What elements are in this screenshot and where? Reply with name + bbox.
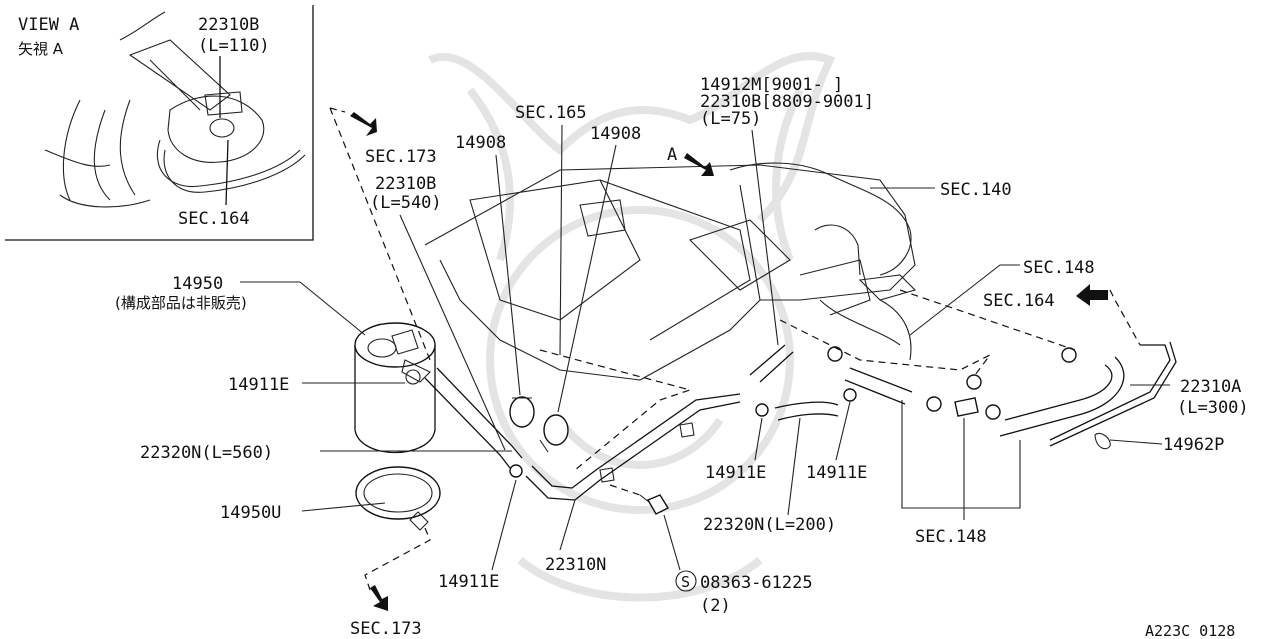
label-sec140: SEC.140 bbox=[940, 180, 1012, 200]
view-a-sec-label: SEC.164 bbox=[178, 209, 250, 229]
label-22310a: 22310A bbox=[1180, 377, 1241, 397]
label-14950-note: (構成部品は非販売) bbox=[115, 294, 247, 312]
ring-14950u bbox=[355, 466, 441, 531]
label-22310b-range: 22310B[8809-9001] bbox=[700, 92, 874, 112]
label-22320n-560: 22320N(L=560) bbox=[140, 443, 273, 463]
label-14962p: 14962P bbox=[1163, 435, 1224, 455]
brackets bbox=[599, 422, 695, 483]
label-14911e-right: 14911E bbox=[806, 463, 867, 483]
label-22310b-main: 22310B bbox=[375, 174, 436, 194]
label-14912m: 14912M[9001- ] bbox=[700, 75, 843, 95]
label-sec173-bottom: SEC.173 bbox=[350, 619, 422, 639]
label-14908-right: 14908 bbox=[590, 124, 641, 144]
view-a-part-label: 22310B bbox=[198, 15, 259, 35]
view-a-inset: VIEW A 矢視 A 22310B (L=110) SEC.164 bbox=[5, 5, 314, 241]
label-22320n-200: 22320N(L=200) bbox=[703, 515, 836, 535]
diagram-code: A223C 0128 bbox=[1145, 622, 1235, 639]
engine-outline bbox=[424, 162, 917, 381]
clamp-14908-right bbox=[539, 414, 569, 453]
label-14911e-left: 14911E bbox=[228, 375, 289, 395]
standard-part-icon bbox=[675, 570, 697, 592]
clamp-14908-left bbox=[509, 396, 535, 428]
label-sec173-top: SEC.173 bbox=[365, 147, 437, 167]
watermark-emblem bbox=[428, 51, 836, 602]
arrow-icons bbox=[350, 112, 1108, 611]
label-22310a-len: (L=300) bbox=[1177, 398, 1249, 418]
label-bolt-qty: (2) bbox=[700, 596, 731, 616]
sec173-top-arrow-icon bbox=[350, 112, 377, 136]
hose-22310a bbox=[999, 341, 1177, 447]
view-a-arrow-icon bbox=[684, 153, 714, 176]
label-bolt-code: 08363-61225 bbox=[700, 573, 813, 593]
label-14911e-mid: 14911E bbox=[705, 463, 766, 483]
view-a-drawing bbox=[44, 11, 306, 208]
dashed-references bbox=[329, 107, 1141, 591]
label-22310b-len540: (L=540) bbox=[370, 193, 442, 213]
label-22310b-len75: (L=75) bbox=[700, 109, 761, 129]
label-sec148-bottom: SEC.148 bbox=[915, 527, 987, 547]
label-arrow-a: A bbox=[667, 145, 677, 165]
view-a-title: VIEW A bbox=[18, 15, 79, 35]
view-a-part-length: (L=110) bbox=[198, 36, 270, 56]
view-a-title-jp: 矢視 A bbox=[18, 40, 64, 58]
clip-14962p bbox=[1094, 432, 1111, 450]
label-14908-left: 14908 bbox=[455, 133, 506, 153]
sec164-arrow-icon bbox=[1076, 284, 1108, 306]
sec173-bottom-arrow-icon bbox=[370, 585, 388, 611]
canister-14950 bbox=[354, 322, 436, 454]
leader-lines bbox=[240, 124, 1170, 571]
hose-22320n-200 bbox=[774, 401, 839, 421]
label-sec164-right: SEC.164 bbox=[983, 291, 1055, 311]
bolt-symbol: S bbox=[681, 573, 690, 591]
small-clamps bbox=[509, 346, 1077, 478]
hose-short-segments bbox=[749, 344, 913, 405]
label-14950u: 14950U bbox=[220, 503, 281, 523]
hose-22310n bbox=[525, 393, 741, 501]
label-22310n: 22310N bbox=[545, 555, 606, 575]
label-14950: 14950 bbox=[172, 274, 223, 294]
hose-22310b-540 bbox=[424, 367, 523, 469]
label-sec148-top: SEC.148 bbox=[1023, 258, 1095, 278]
label-sec165: SEC.165 bbox=[515, 103, 587, 123]
label-14911e-bottom: 14911E bbox=[438, 572, 499, 592]
bolt-08363 bbox=[639, 494, 669, 515]
